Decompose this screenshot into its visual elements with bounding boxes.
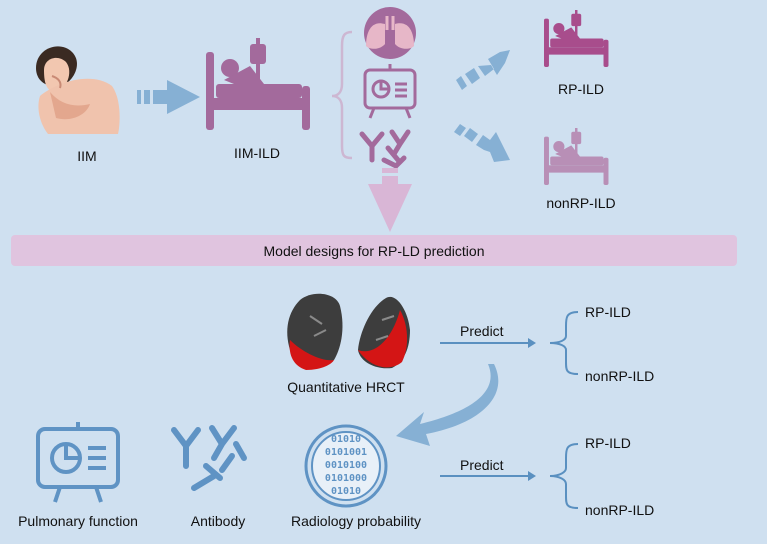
- bracket-model-1: [549, 311, 579, 375]
- radiology-probability-icon: [304, 424, 388, 508]
- predict-arrowhead-1: [528, 338, 536, 348]
- bracket-model-2: [549, 443, 579, 509]
- bed-icon-nonrp-ild: [544, 128, 609, 186]
- bed-icon-rp-ild: [544, 10, 609, 68]
- patient-illustration: [36, 46, 120, 134]
- label-quantitative-hrct: Quantitative HRCT: [287, 379, 405, 395]
- label-pulmonary-function: Pulmonary function: [18, 513, 138, 529]
- lungs-icon: [364, 7, 416, 59]
- binary-row: 0010100: [325, 460, 367, 471]
- label-iim: IIM: [77, 148, 97, 164]
- model-designs-banner: Model designs for RP-LD prediction: [11, 235, 737, 266]
- antibody-icon-top: [359, 129, 411, 170]
- binary-row: 01010: [331, 434, 361, 445]
- label-nonrp-ild-model-2: nonRP-ILD: [585, 502, 655, 518]
- antibody-icon: [171, 425, 247, 491]
- label-rp-ild-model-1: RP-ILD: [585, 304, 631, 320]
- binary-text: 01010 0101001 0010100 0101000 01010: [325, 434, 367, 497]
- label-predict-1: Predict: [460, 323, 504, 339]
- label-predict-2: Predict: [460, 457, 504, 473]
- label-nonrp-ild-top: nonRP-ILD: [546, 195, 616, 211]
- arrow-to-nonrp-ild-top: [454, 124, 510, 162]
- binary-row: 0101001: [325, 447, 367, 458]
- curved-arrow: [396, 364, 499, 446]
- pulmonary-function-icon-top: [363, 64, 417, 119]
- label-nonrp-ild-model-1: nonRP-ILD: [585, 368, 655, 384]
- binary-row: 01010: [331, 486, 361, 497]
- label-antibody: Antibody: [190, 513, 246, 529]
- pulmonary-function-icon: [36, 422, 120, 503]
- label-radiology-probability: Radiology probability: [291, 513, 421, 529]
- bed-icon-iim-ild: [206, 38, 310, 130]
- hrct-lungs-image: [287, 293, 410, 370]
- label-iim-ild: IIM-ILD: [234, 145, 280, 161]
- binary-row: 0101000: [325, 473, 367, 484]
- arrow-down-to-banner: [368, 168, 412, 232]
- bracket-top: [331, 30, 353, 160]
- label-rp-ild-model-2: RP-ILD: [585, 435, 631, 451]
- predict-arrowhead-2: [528, 471, 536, 481]
- arrow-to-rp-ild-top: [456, 50, 510, 90]
- arrow-iim-to-ild: [137, 80, 200, 114]
- label-rp-ild-top: RP-ILD: [558, 81, 604, 97]
